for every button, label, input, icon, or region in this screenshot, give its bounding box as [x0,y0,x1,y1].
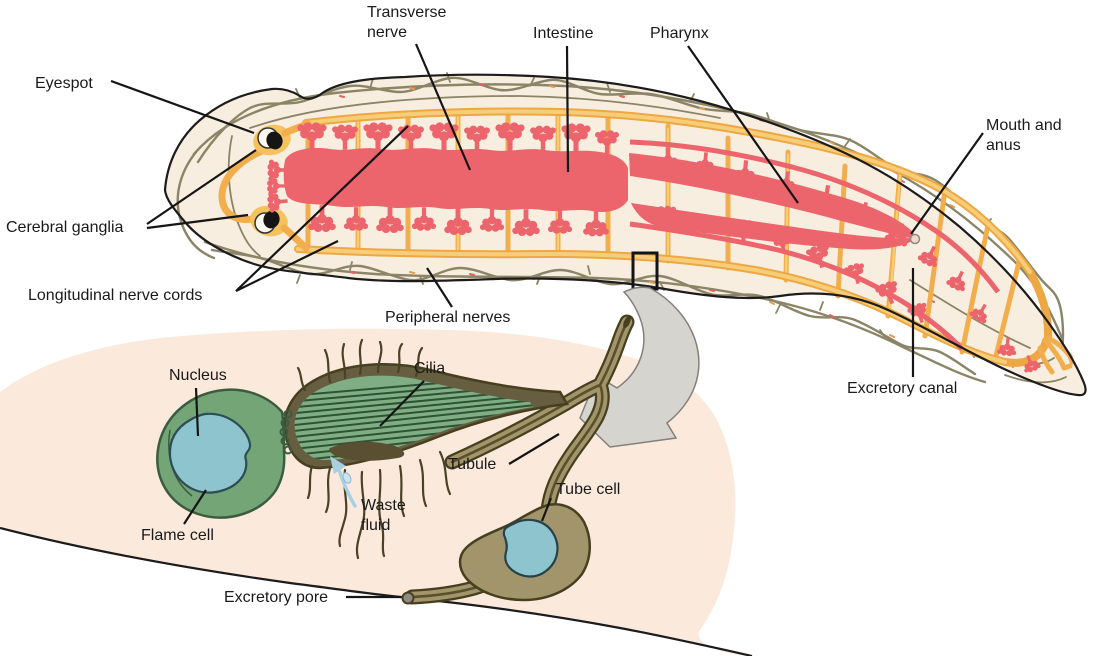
waste-fluid-arrow [330,456,357,508]
label-excretory-canal: Excretory canal [847,380,958,397]
label-intestine: Intestine [533,25,594,42]
eyespots [254,127,283,234]
leader-eyespot [110,79,255,135]
label-excretory-pore: Excretory pore [224,589,329,606]
leader-nucleus [194,387,200,437]
excretory-pore-opening [401,591,415,605]
label-mouth-anus: Mouth and anus [986,117,1062,154]
tube-cell-nucleus [502,518,559,578]
leader-cilia [379,380,425,427]
label-nucleus: Nucleus [169,367,227,384]
tubule [401,314,635,605]
leader-tubule [508,433,560,465]
mouth-opening [909,233,921,245]
planarian-body [163,72,1087,397]
label-flame-cell: Flame cell [141,527,214,544]
label-cilia: Cilia [414,360,446,377]
leader-flame-cell [183,489,207,525]
label-tubule: Tubule [448,456,497,473]
label-transverse-nerve: Transverse nerve [367,4,447,41]
leader-intestine [565,45,570,173]
leader-lines [110,43,984,599]
flame-cell-nucleus [168,412,252,494]
leader-tube-cell [540,497,553,522]
label-pharynx: Pharynx [650,25,709,42]
flame-cell-inset [0,286,753,656]
flame-cell-body [156,338,570,560]
leader-cerebral-ganglia [146,149,257,230]
label-waste-fluid: Waste fluid [361,497,406,534]
pharynx-tube [629,153,921,250]
magnify-arrow [579,286,700,448]
label-tube-cell: Tube cell [556,481,621,498]
label-cerebral-ganglia: Cerebral ganglia [6,219,124,236]
label-peripheral-nerves: Peripheral nerves [385,309,511,326]
label-longitudinal-nerve-cords: Longitudinal nerve cords [28,287,203,304]
intestine-band [283,148,628,212]
leader-pharynx [687,45,799,204]
longitudinal-cords [294,107,1075,375]
worm-outline [163,73,1087,397]
leader-mouth-anus [910,132,984,235]
label-eyespot: Eyespot [35,75,93,92]
leader-longitudinal-cords [235,125,409,292]
leader-peripheral-nerves [426,267,453,308]
leader-transverse-nerve [414,43,472,171]
